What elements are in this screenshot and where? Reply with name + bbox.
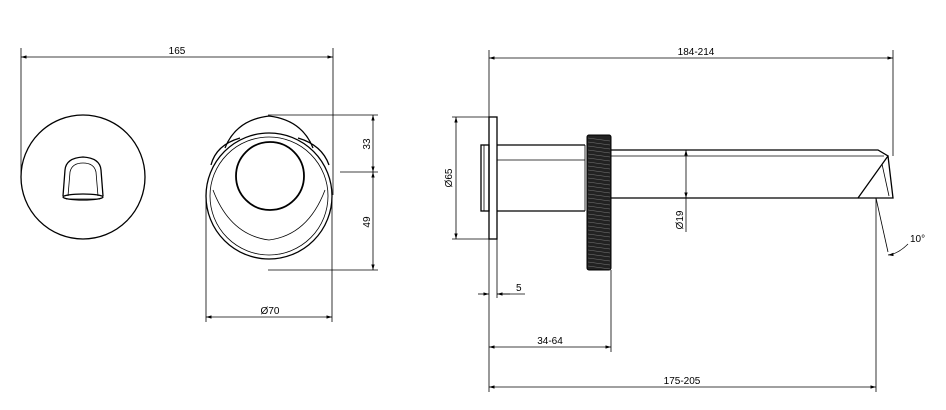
knurl-line xyxy=(587,217,611,222)
knurl-line xyxy=(587,241,611,246)
knurl-line xyxy=(587,261,611,266)
knurl-line xyxy=(587,205,611,210)
knurl-line xyxy=(587,221,611,226)
dim-bottom: 175-205 xyxy=(489,376,876,389)
knob-circle xyxy=(235,141,305,211)
body-pipe xyxy=(497,144,585,212)
knurl-line xyxy=(587,265,611,270)
knurl-line xyxy=(587,193,611,198)
knurl-line xyxy=(587,229,611,234)
knurl-line xyxy=(587,137,611,142)
lever-side-arcs xyxy=(210,137,330,166)
dim-label-19: Ø19 xyxy=(675,210,686,229)
front-view-handle xyxy=(205,115,333,260)
dim-top-left: 165 xyxy=(20,46,334,195)
knurl-pattern xyxy=(587,137,611,270)
knurl-line xyxy=(587,185,611,190)
knurl-line xyxy=(587,169,611,174)
knurl-line xyxy=(587,213,611,218)
knurl-line xyxy=(587,157,611,162)
knurl-line xyxy=(587,161,611,166)
dim-label-65: Ø65 xyxy=(444,168,455,187)
dim-plate-thickness: 5 xyxy=(478,239,525,298)
knurl-line xyxy=(587,197,611,202)
collar xyxy=(480,144,490,212)
spout-tip-line xyxy=(881,163,890,197)
knurl-line xyxy=(587,149,611,154)
lever-bottom-arc xyxy=(212,189,326,241)
knurl-line xyxy=(587,173,611,178)
flange-circle-inner xyxy=(209,136,329,256)
knurl-line xyxy=(587,249,611,254)
dim-top-right: 184-214 xyxy=(488,47,894,156)
angle-arc xyxy=(887,243,909,257)
ext-angle-inclined xyxy=(875,197,889,253)
dim-label-angle: 10° xyxy=(910,234,925,245)
dim-label-bottom: 175-205 xyxy=(664,376,701,387)
plate-circle xyxy=(20,114,146,240)
spout-front-outline xyxy=(62,156,104,197)
dim-label-70: Ø70 xyxy=(261,306,280,317)
dim-offset: 34-64 xyxy=(488,270,612,392)
knurl-line xyxy=(587,225,611,230)
dim-label-184: 184-214 xyxy=(678,47,715,58)
knurl-line xyxy=(587,245,611,250)
spout-side xyxy=(611,149,889,199)
knurl-line xyxy=(587,141,611,146)
dim-angle: 10° xyxy=(875,197,925,392)
knurl-line xyxy=(587,209,611,214)
knurl-line xyxy=(587,153,611,158)
knurl-line xyxy=(587,177,611,182)
dim-label-165: 165 xyxy=(169,46,186,57)
wall-plate xyxy=(488,116,498,240)
knurl-line xyxy=(587,145,611,150)
lever-top-arc xyxy=(224,115,314,149)
knurl-line xyxy=(587,237,611,242)
dim-vertical-handle: 33 49 xyxy=(268,114,378,271)
spout-tip xyxy=(858,155,894,199)
knurl-line xyxy=(587,181,611,186)
dim-label-33: 33 xyxy=(362,138,373,150)
dim-diameter-70: Ø70 xyxy=(205,196,333,322)
dim-diameter-19: Ø19 xyxy=(675,150,688,232)
spout-outlet xyxy=(62,193,104,201)
spout-inner-outline xyxy=(67,162,99,197)
knurl-line xyxy=(587,233,611,238)
knurl-line xyxy=(587,257,611,262)
front-view-plate xyxy=(20,114,146,240)
knurl-line xyxy=(587,189,611,194)
knurl-line xyxy=(587,253,611,258)
knurl-line xyxy=(587,201,611,206)
dim-label-offset: 34-64 xyxy=(537,336,563,347)
dim-diameter-65: Ø65 xyxy=(444,116,489,240)
dim-label-49: 49 xyxy=(362,216,373,228)
dim-label-5: 5 xyxy=(516,283,522,294)
side-view xyxy=(480,116,894,271)
knurl-line xyxy=(587,165,611,170)
